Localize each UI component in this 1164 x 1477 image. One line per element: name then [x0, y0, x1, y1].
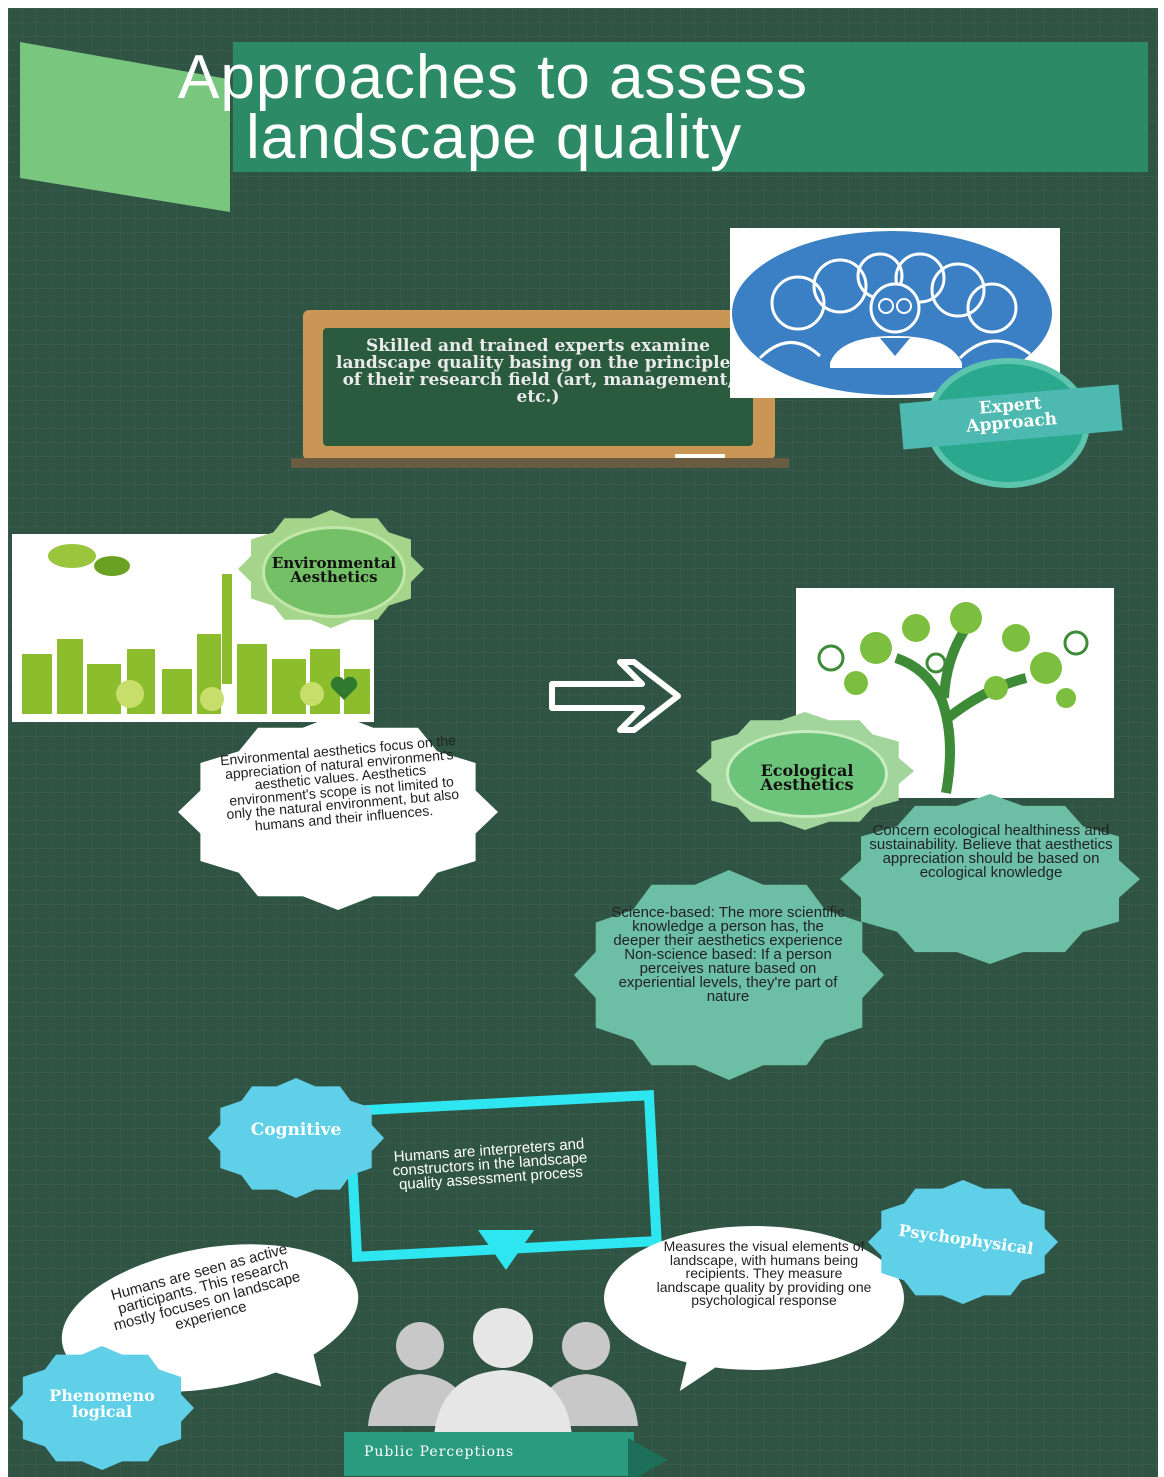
phenomenological-label-line-1: Phenomeno — [49, 1386, 155, 1405]
title-bar — [233, 42, 1148, 172]
page-title: Approaches to assess landscape quality — [178, 43, 1138, 172]
environmental-seal-inner — [262, 526, 406, 618]
environmental-seal-line-2: Aesthetics — [290, 568, 378, 586]
ecological-seal-line-2: Aesthetics — [760, 775, 854, 794]
chalkboard-ledge — [291, 458, 789, 468]
public-perceptions-label: Public Perceptions — [364, 1444, 515, 1460]
ecological-seal-label: Ecological Aesthetics — [726, 761, 888, 794]
right-arrow-icon — [549, 659, 681, 733]
public-perceptions-banner-tail — [628, 1438, 668, 1477]
eco-tree-icon — [817, 602, 1089, 794]
psychophysical-speech-bubble — [604, 1226, 904, 1370]
ecological-science-text: Science-based: The more scientific knowl… — [611, 904, 845, 1005]
chalkboard — [323, 328, 753, 446]
phenomenological-label: Phenomeno logical — [14, 1388, 190, 1420]
people-group-icon — [368, 1308, 638, 1436]
title-line-2: landscape quality — [246, 103, 743, 172]
chalk — [675, 454, 725, 458]
expert-description: Skilled and trained experts examine land… — [336, 336, 740, 407]
environmental-illustration-card — [12, 534, 374, 722]
phenomenological-label-line-2: logical — [71, 1402, 133, 1421]
ecological-concern-text: Concern ecological healthiness and susta… — [869, 822, 1113, 881]
infographic: Approaches to assess landscape quality S… — [8, 8, 1158, 1477]
green-city-icon — [22, 544, 370, 714]
ecological-seal-inner — [726, 730, 888, 818]
ecological-seal-line-1: Ecological — [760, 761, 854, 780]
expert-group-icon — [732, 231, 1052, 395]
environmental-seal-line-1: Environmental — [271, 554, 397, 572]
environmental-seal-label: Environmental Aesthetics — [262, 554, 406, 586]
public-perceptions-banner — [344, 1432, 634, 1476]
psychophysical-description: Measures the visual elements of landscap… — [656, 1238, 872, 1308]
title-line-1: Approaches to assess — [178, 43, 809, 112]
cognitive-label: Cognitive — [250, 1120, 342, 1140]
cognitive-speech-tail — [478, 1230, 534, 1270]
